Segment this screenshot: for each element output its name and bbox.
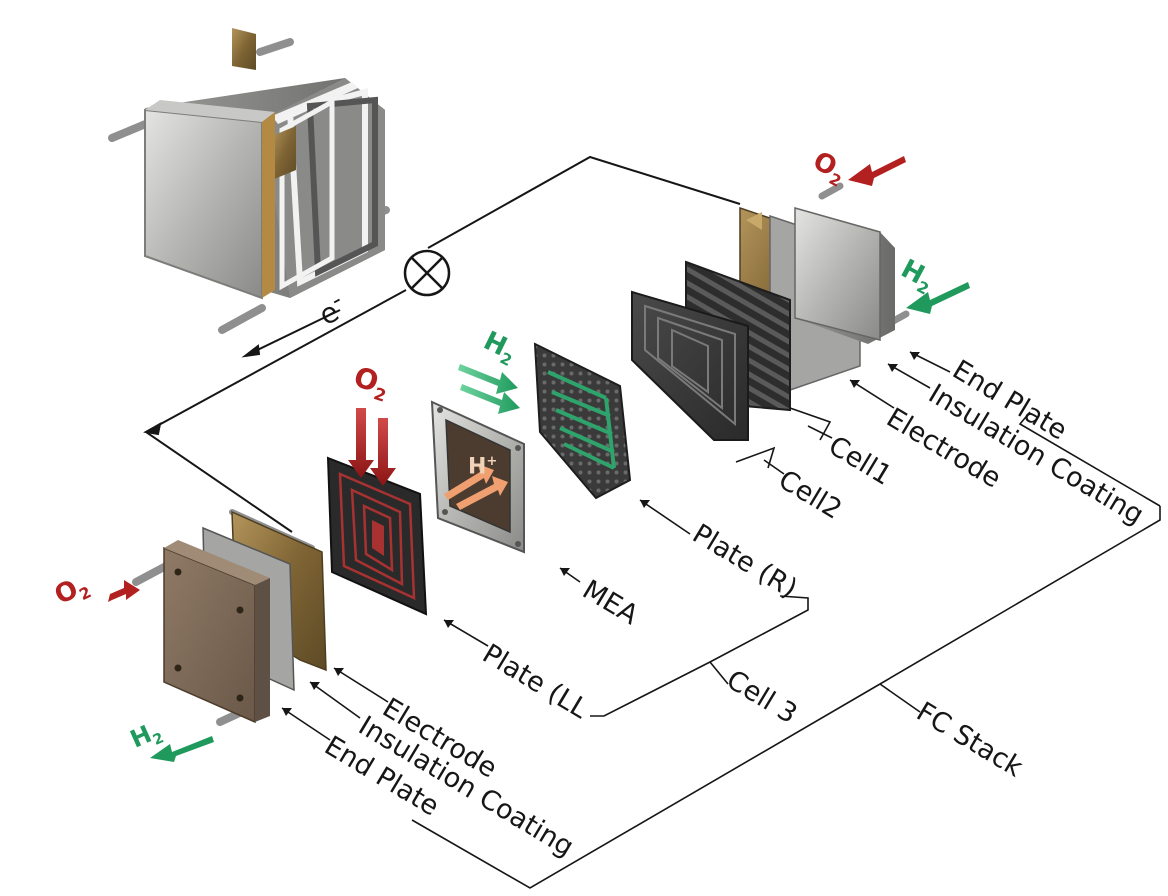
concentric-plate: [631, 290, 749, 441]
cathode-plate: [326, 456, 428, 616]
h2-bottom-left-arrow: [150, 736, 214, 762]
o2-left-arrow: [108, 580, 140, 602]
proton-sign: +: [486, 454, 498, 469]
flow-field-plate: [533, 342, 632, 500]
leader-arrowheads: [282, 352, 920, 716]
proton-symbol: H: [468, 454, 487, 480]
o2-inlet-arrows: [348, 408, 396, 486]
left-end-group: [132, 509, 327, 726]
right-end-group: [739, 182, 910, 391]
proton-label: H+: [468, 454, 497, 479]
h2-inlet-arrows: [458, 364, 520, 414]
assembled-stack: [108, 28, 390, 334]
o2-top-right-arrow: [848, 156, 906, 186]
load-symbol: [403, 249, 451, 297]
external-circuit: [143, 155, 741, 533]
proton-arrow: [444, 464, 508, 510]
h2-right-arrow: [906, 282, 970, 314]
